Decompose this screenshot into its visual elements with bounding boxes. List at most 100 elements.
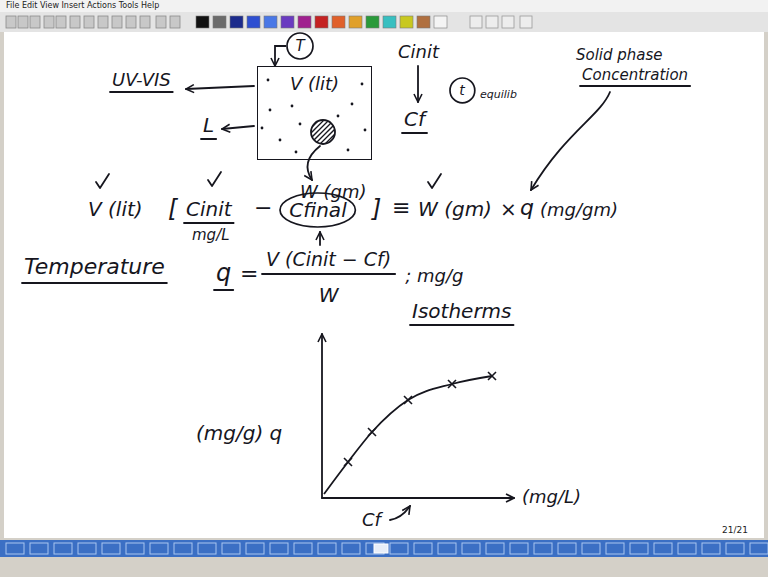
- node-text: T: [295, 37, 304, 55]
- axis-pointer-label: Cf: [362, 509, 381, 531]
- numerator-term: V (Cinit − Cf): [266, 248, 391, 271]
- underline: [214, 289, 233, 291]
- page-bar: [0, 540, 768, 557]
- tool-icon: [502, 16, 514, 28]
- initial-concentration: Cinit: [398, 41, 439, 63]
- tool-icon: [112, 16, 122, 28]
- page-cell: [534, 543, 552, 554]
- particle-dot: [347, 149, 350, 152]
- page-cell: [6, 543, 24, 554]
- color-swatch: [281, 16, 294, 28]
- color-swatch: [366, 16, 379, 28]
- page-cell: [462, 543, 480, 554]
- equilibrium-note: equilib: [480, 88, 517, 101]
- connector-arrow: [275, 46, 286, 66]
- node-ellipse: [287, 33, 313, 59]
- tool-icon: [56, 16, 66, 28]
- mass-arrow: [308, 146, 321, 180]
- color-swatch: [315, 16, 328, 28]
- hatch-line: [311, 116, 343, 148]
- page-bar-cells: [6, 543, 768, 554]
- volume-term: V (lit): [88, 197, 143, 221]
- unit-label: ; mg/g: [405, 265, 463, 287]
- particle-dot: [269, 109, 272, 112]
- hatch-line: [326, 116, 358, 148]
- concentration-arrow: [417, 66, 419, 102]
- color-swatch: [349, 16, 362, 28]
- solid-phase-note: Solid phase: [576, 46, 663, 64]
- final-concentration: Cf: [404, 107, 425, 131]
- heading-note: Isotherms: [412, 299, 512, 323]
- color-swatch: [298, 16, 311, 28]
- page-cell: [630, 543, 648, 554]
- node-ellipse: [450, 78, 475, 103]
- length-label: L: [203, 113, 214, 137]
- tool-icon: [156, 16, 166, 28]
- heading-note: Temperature: [24, 254, 165, 280]
- tool-bar: [0, 12, 768, 32]
- tool-icon: [470, 16, 482, 28]
- tool-icon: [98, 16, 108, 28]
- minus-sign: −: [254, 195, 272, 221]
- node-text: V (lit): [290, 73, 339, 95]
- color-swatch: [213, 16, 226, 28]
- y-axis-label: (mg/g) q: [196, 421, 282, 445]
- fraction-bar: [262, 273, 395, 275]
- page-cell: [582, 543, 600, 554]
- bracket: ]: [372, 195, 381, 224]
- time-circle: t: [449, 77, 476, 104]
- color-swatch: [417, 16, 430, 28]
- page-cell: [558, 543, 576, 554]
- page-cell: [126, 543, 144, 554]
- denominator-term: W: [319, 283, 339, 307]
- color-swatch: [434, 16, 447, 28]
- page-cell: [654, 543, 672, 554]
- solid-phase-note: Concentration: [582, 66, 688, 84]
- uvvis-arrow: [186, 86, 254, 89]
- particle-dot: [295, 151, 298, 154]
- page-cell: [150, 543, 168, 554]
- unit-label: (mg/gm): [540, 199, 618, 221]
- toolbar-icons: [470, 16, 532, 28]
- hatch-line: [286, 116, 318, 148]
- adsorbent-hatch: [281, 116, 363, 148]
- page-cell: [606, 543, 624, 554]
- equivalence-sign: ≡: [392, 195, 410, 221]
- data-cross: [448, 380, 456, 388]
- node-ellipse: [280, 193, 355, 227]
- circled-term: Cfinal: [279, 192, 356, 228]
- check-mark: [96, 174, 109, 188]
- node-text: t: [459, 82, 465, 99]
- tool-icon: [170, 16, 180, 28]
- tool-icon: [140, 16, 150, 28]
- solid-phase-arrow: [531, 92, 610, 190]
- color-swatch: [400, 16, 413, 28]
- page-cell: [390, 543, 408, 554]
- page-cell: [510, 543, 528, 554]
- tool-icon: [70, 16, 80, 28]
- hatch-line: [306, 116, 338, 148]
- color-swatch: [247, 16, 260, 28]
- page-cell: [726, 543, 744, 554]
- page-cell: [342, 543, 360, 554]
- initial-concentration: Cinit: [186, 197, 232, 221]
- menu-bar: [0, 0, 768, 12]
- page-cell: [294, 543, 312, 554]
- particle-dot: [337, 115, 340, 118]
- data-cross: [404, 396, 412, 404]
- tool-icon: [44, 16, 54, 28]
- particle-dot: [261, 127, 264, 130]
- color-swatch: [264, 16, 277, 28]
- times-sign: ×: [500, 197, 517, 221]
- particle-dot: [351, 103, 354, 106]
- page-cell: [30, 543, 48, 554]
- underline: [110, 91, 173, 93]
- page-cell: [318, 543, 336, 554]
- bracket: [: [168, 195, 177, 224]
- writing-page: [4, 32, 764, 538]
- hatch-line: [281, 116, 313, 148]
- toolbar-icons: [6, 16, 180, 28]
- page-cell: [102, 543, 120, 554]
- color-swatch: [230, 16, 243, 28]
